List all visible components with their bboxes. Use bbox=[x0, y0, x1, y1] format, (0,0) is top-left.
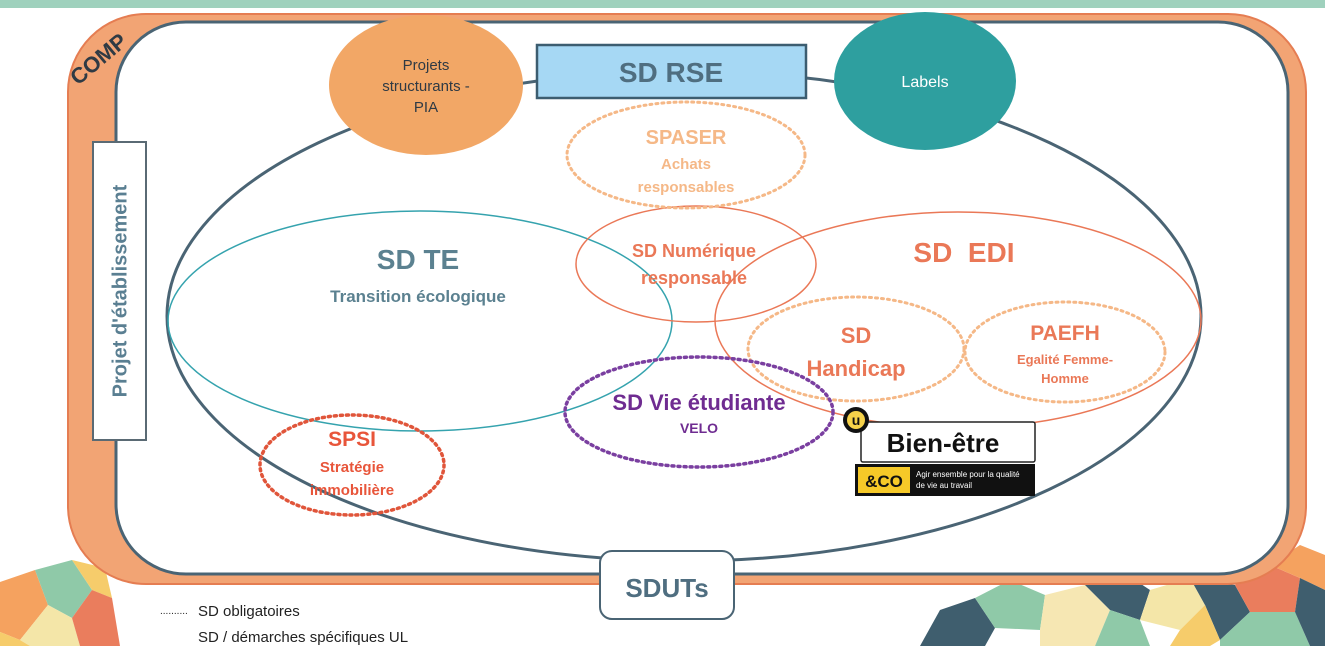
handicap-line-1: SD bbox=[841, 323, 872, 348]
paefh-title: PAEFH bbox=[1030, 322, 1100, 345]
sduts-box bbox=[599, 550, 735, 620]
projet-box bbox=[92, 141, 147, 441]
legend-marker-dotted: .......... bbox=[160, 606, 188, 617]
labels-bubble bbox=[834, 12, 1016, 150]
numerique-line-2: responsable bbox=[641, 268, 747, 288]
top-band bbox=[0, 0, 1325, 8]
sduts-label: SDUTs bbox=[625, 573, 708, 603]
ul-logo-mark: u bbox=[852, 412, 861, 428]
spaser-title: SPASER bbox=[646, 127, 727, 149]
spsi-title: SPSI bbox=[328, 428, 376, 451]
spaser-line-1: Achats bbox=[661, 156, 711, 173]
legend-label-obligatoires: SD obligatoires bbox=[198, 603, 300, 620]
bien-etre-title: Bien-être bbox=[887, 428, 1000, 458]
spsi-line-1: Stratégie bbox=[320, 459, 384, 476]
projets-line-3: PIA bbox=[414, 99, 438, 116]
sd-rse-box bbox=[535, 43, 808, 100]
sd-rse-label: SD RSE bbox=[619, 57, 723, 88]
spaser-line-2: responsables bbox=[638, 179, 735, 196]
projets-bubble bbox=[329, 15, 523, 155]
labels-label: Labels bbox=[901, 74, 948, 91]
numerique-line-1: SD Numérique bbox=[632, 241, 756, 261]
paefh-line-2: Homme bbox=[1041, 371, 1089, 386]
legend: .......... SD obligatoires SD / démarche… bbox=[160, 603, 408, 646]
spsi-line-2: immobilière bbox=[310, 482, 394, 499]
numerique-ellipse bbox=[575, 205, 817, 323]
projet-label: Projet d'établissement bbox=[109, 184, 131, 397]
vie-subtitle: VELO bbox=[680, 420, 718, 436]
inner-frame bbox=[114, 20, 1290, 576]
projets-line-2: structurants - bbox=[382, 78, 470, 95]
projets-line-1: Projets bbox=[403, 57, 450, 74]
handicap-line-2: Handicap bbox=[806, 356, 905, 381]
edi-title: SD EDI bbox=[913, 237, 1014, 268]
paefh-line-1: Egalité Femme- bbox=[1017, 352, 1113, 367]
spaser-ellipse bbox=[565, 100, 807, 210]
legend-label-specifiques: SD / démarches spécifiques UL bbox=[198, 629, 408, 646]
bien-etre-logo: u Bien-être &CO Agir ensemble pour la qu… bbox=[843, 407, 1036, 496]
decorative-tiles-left bbox=[0, 560, 120, 646]
paefh-ellipse bbox=[963, 300, 1167, 404]
vie-ellipse bbox=[563, 355, 835, 469]
spsi-ellipse bbox=[258, 413, 446, 517]
handicap-ellipse bbox=[746, 295, 966, 403]
te-subtitle: Transition écologique bbox=[330, 287, 506, 306]
vie-title: SD Vie étudiante bbox=[612, 390, 785, 415]
tagline-line-1: Agir ensemble pour la qualité bbox=[916, 470, 1020, 479]
te-title: SD TE bbox=[377, 244, 459, 275]
tagline-line-2: de vie au travail bbox=[916, 481, 972, 490]
co-badge: &CO bbox=[865, 472, 903, 491]
